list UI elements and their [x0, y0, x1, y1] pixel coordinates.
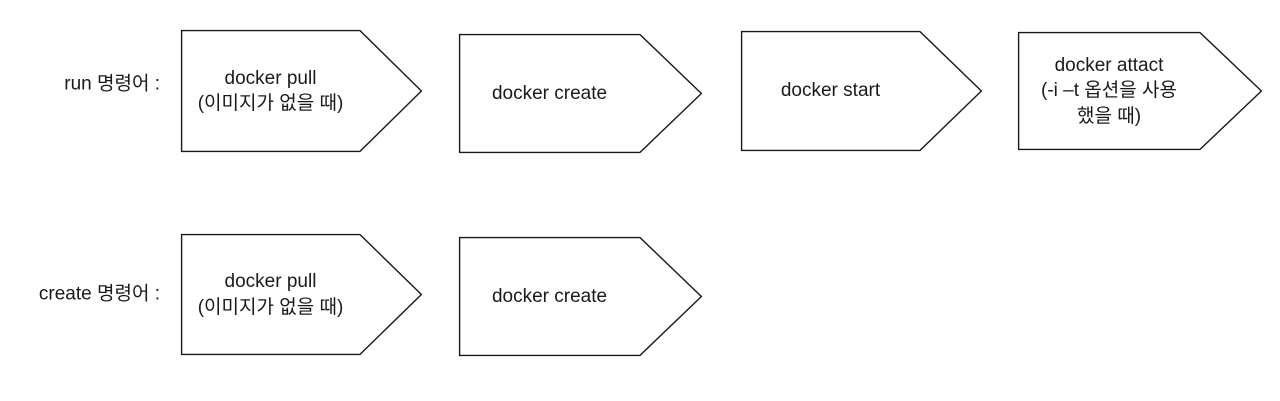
chevron-run-step-docker-attact[interactable]: docker attact (-i –t 옵션을 사용 했을 때) — [1017, 31, 1263, 151]
chevron-shape-icon — [458, 33, 703, 154]
chevron-run-step-docker-start[interactable]: docker start — [740, 30, 983, 152]
chevron-run-step-docker-pull[interactable]: docker pull (이미지가 없을 때) — [180, 29, 423, 153]
chevron-shape-icon — [180, 29, 423, 153]
chevron-create-step-docker-create[interactable]: docker create — [458, 236, 703, 357]
chevron-run-step-docker-create[interactable]: docker create — [458, 33, 703, 154]
row-label-run-command: run 명령어 : — [64, 73, 160, 95]
chevron-create-step-docker-pull[interactable]: docker pull (이미지가 없을 때) — [180, 233, 423, 356]
chevron-shape-icon — [1017, 31, 1263, 151]
chevron-shape-icon — [458, 236, 703, 357]
chevron-shape-icon — [180, 233, 423, 356]
chevron-shape-icon — [740, 30, 983, 152]
row-label-create-command: create 명령어 : — [38, 283, 160, 305]
